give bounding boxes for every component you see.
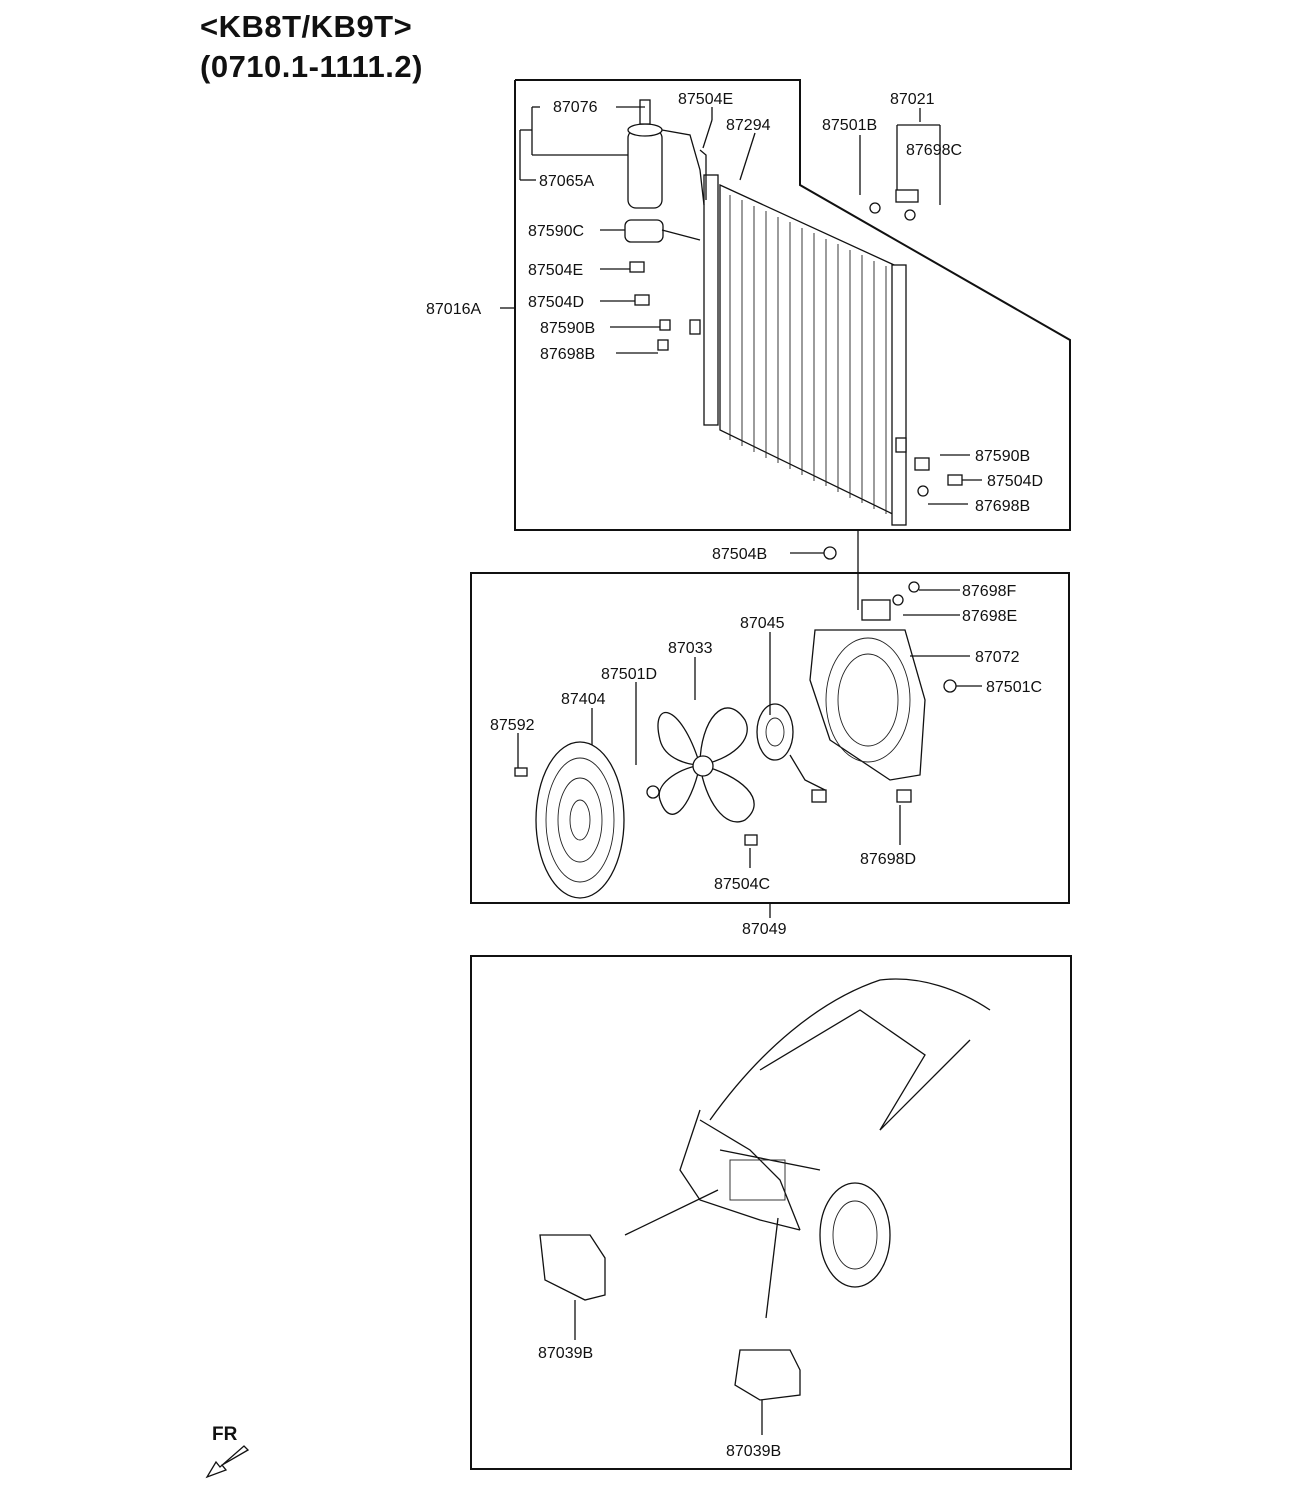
- label-87504e-top: 87504E: [678, 91, 733, 108]
- label-87021: 87021: [890, 91, 935, 108]
- label-87504d-left: 87504D: [528, 294, 584, 311]
- vehicle-drawing: [539, 978, 991, 1435]
- label-87698c: 87698C: [906, 142, 962, 159]
- label-87039b-right: 87039B: [726, 1443, 781, 1460]
- fan-drawing: [514, 546, 957, 899]
- label-87698b-left: 87698B: [540, 346, 595, 363]
- label-87294: 87294: [726, 117, 771, 134]
- label-87504e-mid: 87504E: [528, 262, 583, 279]
- condenser-group-frame: [514, 79, 1071, 531]
- label-87033: 87033: [668, 640, 713, 657]
- diagram-title-model: <KB8T/KB9T>: [200, 9, 413, 44]
- vehicle-view-frame: [470, 955, 1072, 1470]
- label-87039b-left: 87039B: [538, 1345, 593, 1362]
- label-87049: 87049: [742, 921, 787, 938]
- label-87065a: 87065A: [539, 173, 594, 190]
- label-87072: 87072: [975, 649, 1020, 666]
- label-87504b: 87504B: [712, 546, 767, 563]
- label-87698b-right: 87698B: [975, 498, 1030, 515]
- label-87501b: 87501B: [822, 117, 877, 134]
- label-87076: 87076: [553, 99, 598, 116]
- label-87504c: 87504C: [714, 876, 770, 893]
- label-87590b-left: 87590B: [540, 320, 595, 337]
- label-87045: 87045: [740, 615, 785, 632]
- label-87698f: 87698F: [962, 583, 1016, 600]
- label-87404: 87404: [561, 691, 606, 708]
- label-87698e: 87698E: [962, 608, 1017, 625]
- condenser-leaders: [500, 106, 982, 610]
- label-87016a: 87016A: [426, 301, 481, 318]
- label-87698d: 87698D: [860, 851, 916, 868]
- front-direction-arrow-icon: [205, 1445, 250, 1479]
- fan-leaders: [517, 589, 982, 918]
- label-87592: 87592: [490, 717, 535, 734]
- label-87501d: 87501D: [601, 666, 657, 683]
- label-87590b-right: 87590B: [975, 448, 1030, 465]
- condenser-drawing: [624, 99, 963, 526]
- label-87501c: 87501C: [986, 679, 1042, 696]
- diagram-title-date-range: (0710.1-1111.2): [200, 49, 423, 84]
- label-87504d-right: 87504D: [987, 473, 1043, 490]
- front-direction-label: FR: [212, 1424, 238, 1445]
- part-labels: 87076 87504E 87294 87021 87501B 87698C 8…: [426, 91, 1043, 1460]
- label-87590c: 87590C: [528, 223, 584, 240]
